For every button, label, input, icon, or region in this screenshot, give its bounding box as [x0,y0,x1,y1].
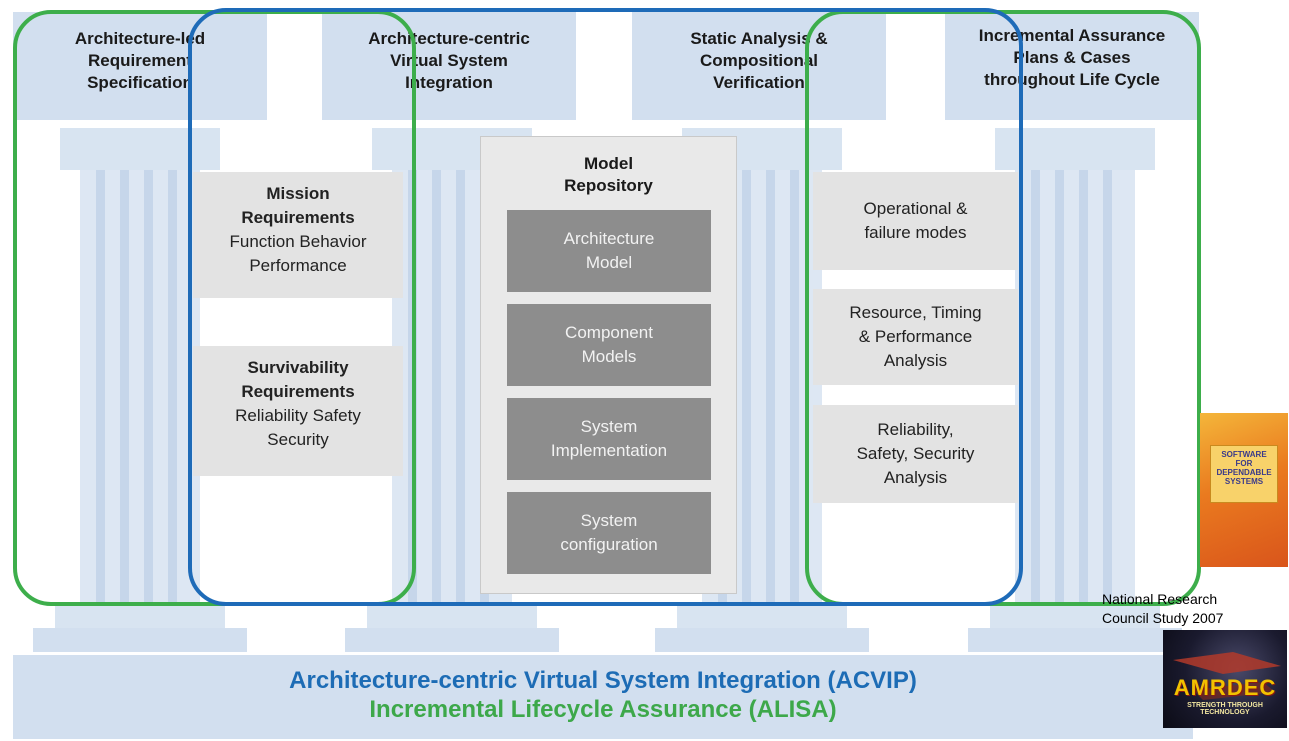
operational-failure-modes-box: Operational &failure modes [813,172,1018,270]
pillar-plinth-3 [655,628,869,652]
foundation-banner: Architecture-centric Virtual System Inte… [13,655,1193,739]
acvip-integration-loop [188,8,1023,606]
book-cover-image: SOFTWARE FOR DEPENDABLE SYSTEMS [1200,413,1288,567]
acvip-title: Architecture-centric Virtual System Inte… [289,667,917,694]
survivability-requirements-box: Survivability Requirements Reliability S… [193,346,403,476]
pillar-capital-2 [322,12,576,120]
pillar-plinth-2 [345,628,559,652]
pillar-base-4 [990,606,1160,628]
source-caption: National Research Council Study 2007 [1102,591,1224,626]
pillar-capital-3 [632,12,886,120]
pillar-shaft-4 [1015,170,1135,608]
pillar-base-1 [55,606,225,628]
pillar-plinth-4 [968,628,1182,652]
pillar-base-2 [367,606,537,628]
pillar-plinth-1 [33,628,247,652]
mission-requirements-box: Mission Requirements Function Behavior P… [193,172,403,298]
model-repository-title: Model Repository [564,154,653,195]
alisa-title: Incremental Lifecycle Assurance (ALISA) [369,696,837,723]
amrdec-logo: AMRDEC STRENGTH THROUGH TECHNOLOGY [1163,630,1287,728]
pillar-neck-1 [60,128,220,170]
pillar-base-3 [677,606,847,628]
pillar-shaft-1 [80,170,200,608]
